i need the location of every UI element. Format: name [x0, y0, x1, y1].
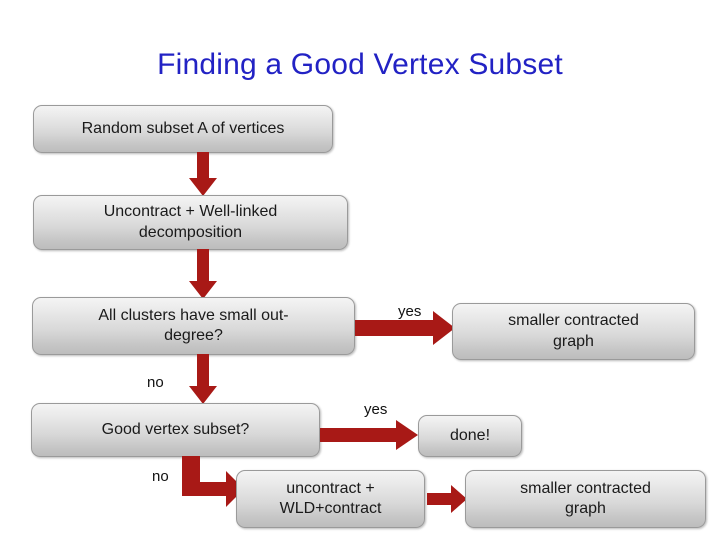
node-random-subset[interactable]: Random subset A of vertices — [33, 105, 333, 153]
node-smaller-contracted-bottom-line2: graph — [565, 500, 606, 517]
edge-label-no-subset: no — [152, 468, 169, 485]
node-uncontract-wld-line2: decomposition — [138, 223, 243, 241]
edge-label-yes-outdegree: yes — [398, 303, 422, 320]
arrow-outdegree-no — [189, 354, 217, 404]
node-small-outdegree-line1: All clusters have small out- — [98, 306, 289, 324]
arrow-uncontract-to-outdegree — [189, 249, 217, 299]
arrow-outdegree-yes — [355, 311, 455, 345]
node-uncontract-contract-line1: uncontract + — [286, 479, 375, 497]
edge-label-no-outdegree: no — [147, 374, 164, 391]
arrow-contract-to-smaller — [427, 485, 467, 513]
node-smaller-contracted-top[interactable]: smaller contracted graph — [452, 303, 695, 360]
page-title: Finding a Good Vertex Subset — [157, 48, 563, 81]
node-smaller-contracted-bottom-line1: smaller contracted — [520, 479, 651, 497]
node-smaller-contracted-bottom[interactable]: smaller contracted graph — [465, 470, 706, 528]
node-uncontract-wld[interactable]: Uncontract + Well-linked decomposition — [33, 195, 348, 250]
node-uncontract-contract[interactable]: uncontract + WLD+contract — [236, 470, 425, 528]
edge-label-yes-subset: yes — [364, 401, 388, 418]
arrow-subset-no — [182, 456, 244, 514]
node-good-vertex-subset-label: Good vertex subset? — [101, 420, 250, 438]
arrow-subset-yes — [320, 420, 418, 450]
node-small-outdegree[interactable]: All clusters have small out- degree? — [32, 297, 355, 355]
node-small-outdegree-line2: degree? — [164, 327, 223, 344]
node-uncontract-contract-line2: WLD+contract — [279, 500, 382, 517]
node-smaller-contracted-top-line1: smaller contracted — [508, 312, 639, 330]
node-good-vertex-subset[interactable]: Good vertex subset? — [31, 403, 320, 457]
node-done-label: done! — [449, 426, 491, 444]
arrow-random-to-uncontract — [189, 152, 217, 196]
node-done[interactable]: done! — [418, 415, 522, 457]
node-uncontract-wld-line1: Uncontract + Well-linked — [103, 203, 278, 221]
node-smaller-contracted-top-line2: graph — [553, 332, 594, 350]
node-random-subset-label: Random subset A of vertices — [81, 119, 285, 137]
